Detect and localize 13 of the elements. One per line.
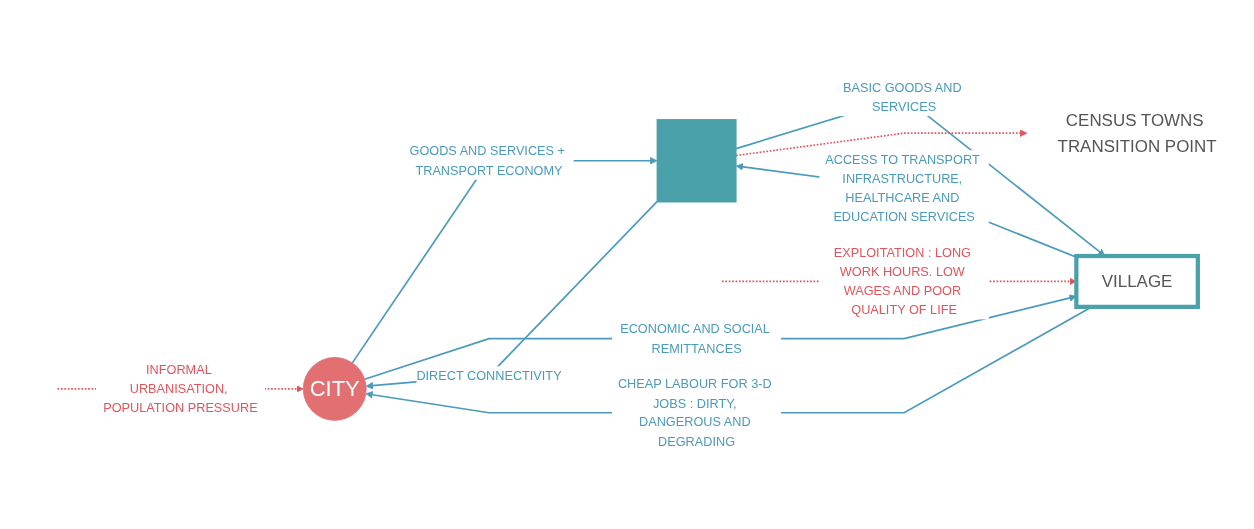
- edge-label: ACCESS TO TRANSPORT INFRASTRUCTURE, HEALTHCARE AND EDUCATION SERVICES: [825, 151, 980, 224]
- arrow: [365, 200, 658, 390]
- edge-label: ECONOMIC AND SOCIAL REMITTANCES: [620, 321, 770, 355]
- node-box: [656, 119, 737, 203]
- edge-label: CHEAP LABOUR FOR 3-D JOBS : DIRTY, DANGEROUS AND DEGRADING: [617, 376, 772, 448]
- node-text: CENSUS TOWNS TRANSITION POINT: [1057, 111, 1217, 156]
- edge-label: EXPLOITATION : LONG WORK HOURS. LOW WAGES AND POOR QUALITY OF LIFE: [833, 245, 971, 317]
- node-box: VILLAGE: [1074, 253, 1200, 309]
- edge-label: BASIC GOODS AND SERVICES: [843, 79, 962, 114]
- node-circle: CITY: [302, 357, 367, 421]
- edge-label: DIRECT CONNECTIVITY: [416, 367, 562, 383]
- edge-label: GOODS AND SERVICES + TRANSPORT ECONOMY: [409, 143, 565, 177]
- edge-label: INFORMAL URBANISATION, POPULATION PRESSURE: [103, 362, 258, 415]
